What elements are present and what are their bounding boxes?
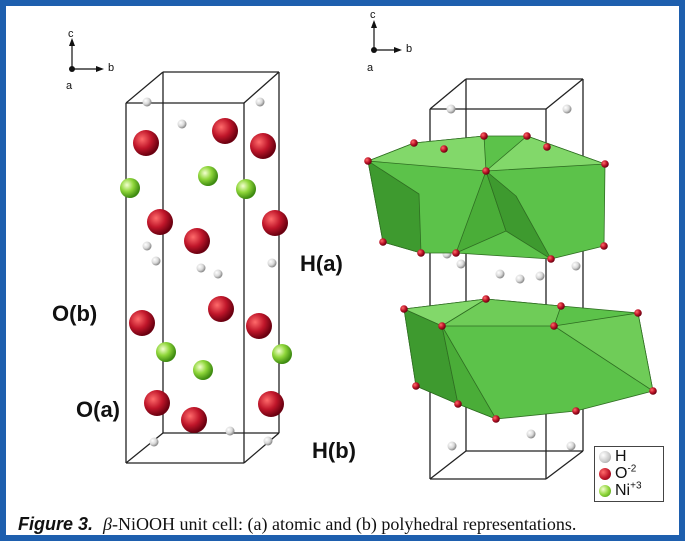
hydrogen-atom (267, 258, 277, 268)
legend: H O-2 Ni+3 (594, 446, 664, 502)
label-h-b: H(b) (312, 438, 356, 463)
oxygen-atom (212, 118, 238, 144)
legend-label-oxygen: O (615, 465, 628, 482)
oxygen-atom (181, 407, 207, 433)
axis-indicator-a (69, 38, 104, 72)
oxygen-atom (133, 130, 159, 156)
axis-label-c-b: c (370, 9, 376, 21)
oxygen-atom (147, 209, 173, 235)
legend-item-hydrogen: H (599, 449, 627, 465)
hydrogen-atom (196, 263, 206, 273)
lower-layer-oxygen (400, 295, 657, 423)
nickel-atom (193, 360, 213, 380)
legend-sup-oxygen: -2 (627, 463, 637, 475)
axis-label-b-b: b (406, 43, 413, 55)
legend-item-nickel: Ni+3 (599, 480, 642, 499)
axis-label-a-b: a (367, 62, 374, 74)
oxygen-atom (208, 296, 234, 322)
nickel-swatch (599, 485, 611, 497)
hydrogen-atom (456, 259, 466, 269)
atoms-a (120, 97, 292, 447)
hydrogen-atom (177, 119, 187, 129)
label-o-a: O(a) (76, 397, 120, 422)
hydrogen-atom (535, 271, 545, 281)
hydrogen-atom (562, 104, 572, 114)
figure-frame: c b a c b a H(a) O(b) O(a) H(b) H O-2 Ni… (6, 6, 679, 535)
oxygen-atom (184, 228, 210, 254)
legend-label-hydrogen: H (615, 448, 627, 465)
hydrogen-atom (446, 104, 456, 114)
nickel-atom (198, 166, 218, 186)
lower-polyhedral-layer (403, 298, 654, 420)
nickel-atom (156, 342, 176, 362)
hydrogen-atom (263, 436, 273, 446)
figure-graphic (69, 20, 657, 480)
hydrogen-atom (149, 437, 159, 447)
unit-cell-a (125, 71, 280, 464)
hydrogen-atom (142, 241, 152, 251)
hydrogen-atom (571, 261, 581, 271)
oxygen-swatch (599, 468, 611, 480)
caption-text: -NiOOH unit cell: (a) atomic and (b) pol… (112, 514, 577, 534)
oxygen-atom (258, 391, 284, 417)
oxygen-atom (246, 313, 272, 339)
oxygen-atom (129, 310, 155, 336)
hydrogen-atom (526, 429, 536, 439)
nickel-atom (236, 179, 256, 199)
legend-sup-nickel: +3 (630, 480, 642, 492)
figure-caption: Figure 3. β-NiOOH unit cell: (a) atomic … (18, 514, 678, 535)
legend-label-nickel: Ni (615, 482, 631, 499)
axis-label-b-a: b (108, 62, 115, 74)
hydrogen-atom (142, 97, 152, 107)
nickel-atom (272, 344, 292, 364)
oxygen-atom (262, 210, 288, 236)
label-h-a: H(a) (300, 251, 343, 276)
hydrogen-swatch (599, 451, 611, 463)
oxygen-atom (250, 133, 276, 159)
axis-label-a-a: a (66, 80, 73, 92)
hydrogen-atom (515, 274, 525, 284)
legend-item-oxygen: O-2 (599, 463, 637, 482)
axis-label-c-a: c (68, 28, 74, 40)
hydrogen-atom (495, 269, 505, 279)
upper-polyhedral-layer (367, 135, 606, 260)
hydrogen-atom (225, 426, 235, 436)
caption-beta: β (103, 514, 112, 534)
hydrogen-atom (255, 97, 265, 107)
hydrogen-atom (151, 256, 161, 266)
hydrogen-atom (447, 441, 457, 451)
figure-number: Figure 3. (18, 514, 94, 534)
hydrogen-atom (566, 441, 576, 451)
hydrogen-atom (213, 269, 223, 279)
nickel-atom (120, 178, 140, 198)
oxygen-atom (144, 390, 170, 416)
upper-layer-oxygen (364, 132, 609, 263)
axis-indicator-b (371, 20, 402, 53)
label-o-b: O(b) (52, 301, 98, 326)
